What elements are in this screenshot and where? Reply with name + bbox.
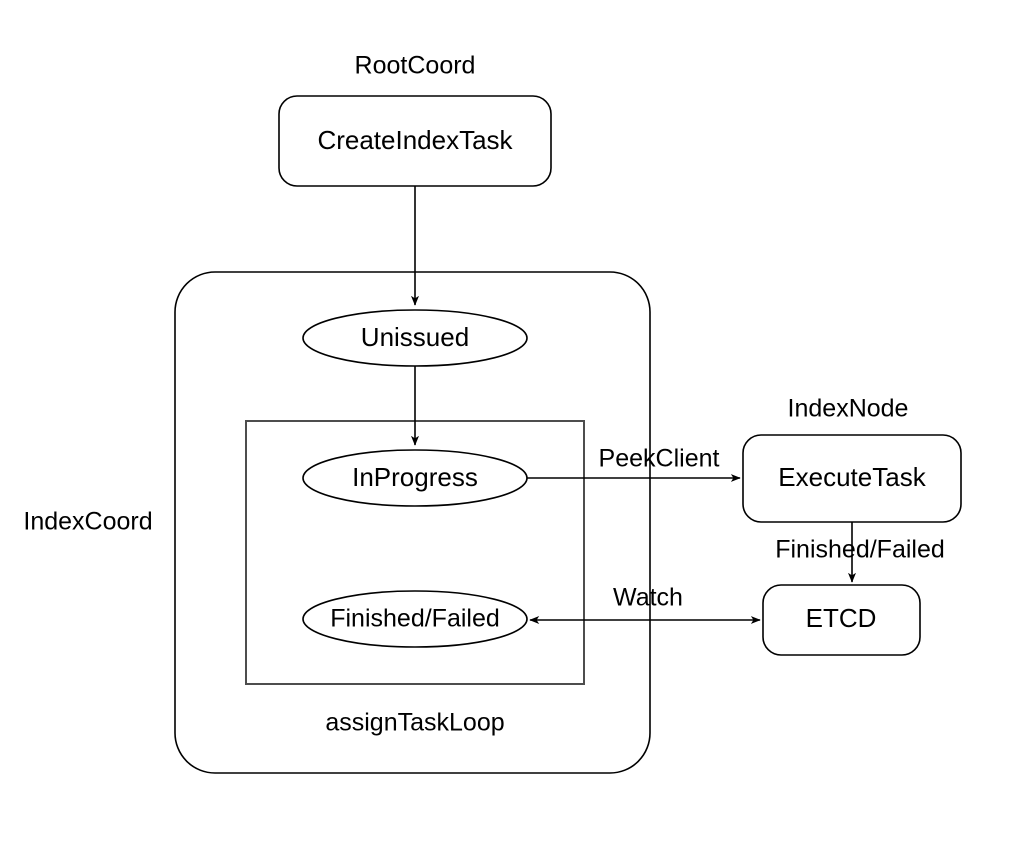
inprogress-label: InProgress: [352, 462, 478, 492]
edge-label-finished-failed: Finished/Failed: [775, 536, 945, 564]
edge-executetask-to-etcd: Finished/Failed: [775, 522, 945, 583]
unissued-label: Unissued: [361, 322, 469, 352]
indexnode-label: IndexNode: [788, 395, 909, 423]
indexcoord-boundary[interactable]: [174, 271, 651, 774]
inprogress-ellipse[interactable]: [302, 449, 528, 507]
group-indexcoord[interactable]: IndexCoord: [23, 271, 651, 774]
create-index-task-box[interactable]: [278, 95, 552, 187]
edge-etcd-to-finishedfailed: Watch: [529, 584, 761, 624]
unissued-ellipse[interactable]: [302, 309, 528, 367]
create-index-task-label: CreateIndexTask: [317, 125, 513, 155]
node-execute-task[interactable]: ExecuteTask: [742, 434, 962, 523]
etcd-box[interactable]: [762, 584, 921, 656]
group-assigntaskloop[interactable]: assignTaskLoop: [245, 420, 585, 737]
assigntaskloop-label: assignTaskLoop: [325, 709, 504, 737]
execute-task-box[interactable]: [742, 434, 962, 523]
edge-inprogress-to-executetask: PeekClient: [527, 445, 741, 482]
finished-failed-ellipse[interactable]: [302, 590, 528, 648]
node-inprogress[interactable]: InProgress: [302, 449, 528, 507]
edge-label-watch: Watch: [613, 584, 683, 612]
node-unissued[interactable]: Unissued: [302, 309, 528, 367]
finished-failed-label: Finished/Failed: [330, 605, 500, 633]
node-finished-failed-state[interactable]: Finished/Failed: [302, 590, 528, 648]
node-etcd[interactable]: ETCD: [762, 584, 921, 656]
rootcoord-label: RootCoord: [355, 52, 476, 80]
execute-task-label: ExecuteTask: [778, 462, 926, 492]
etcd-label: ETCD: [806, 603, 877, 633]
node-create-index-task[interactable]: CreateIndexTask: [278, 95, 552, 187]
indexcoord-label: IndexCoord: [23, 508, 152, 536]
edge-label-peekclient: PeekClient: [599, 445, 720, 473]
